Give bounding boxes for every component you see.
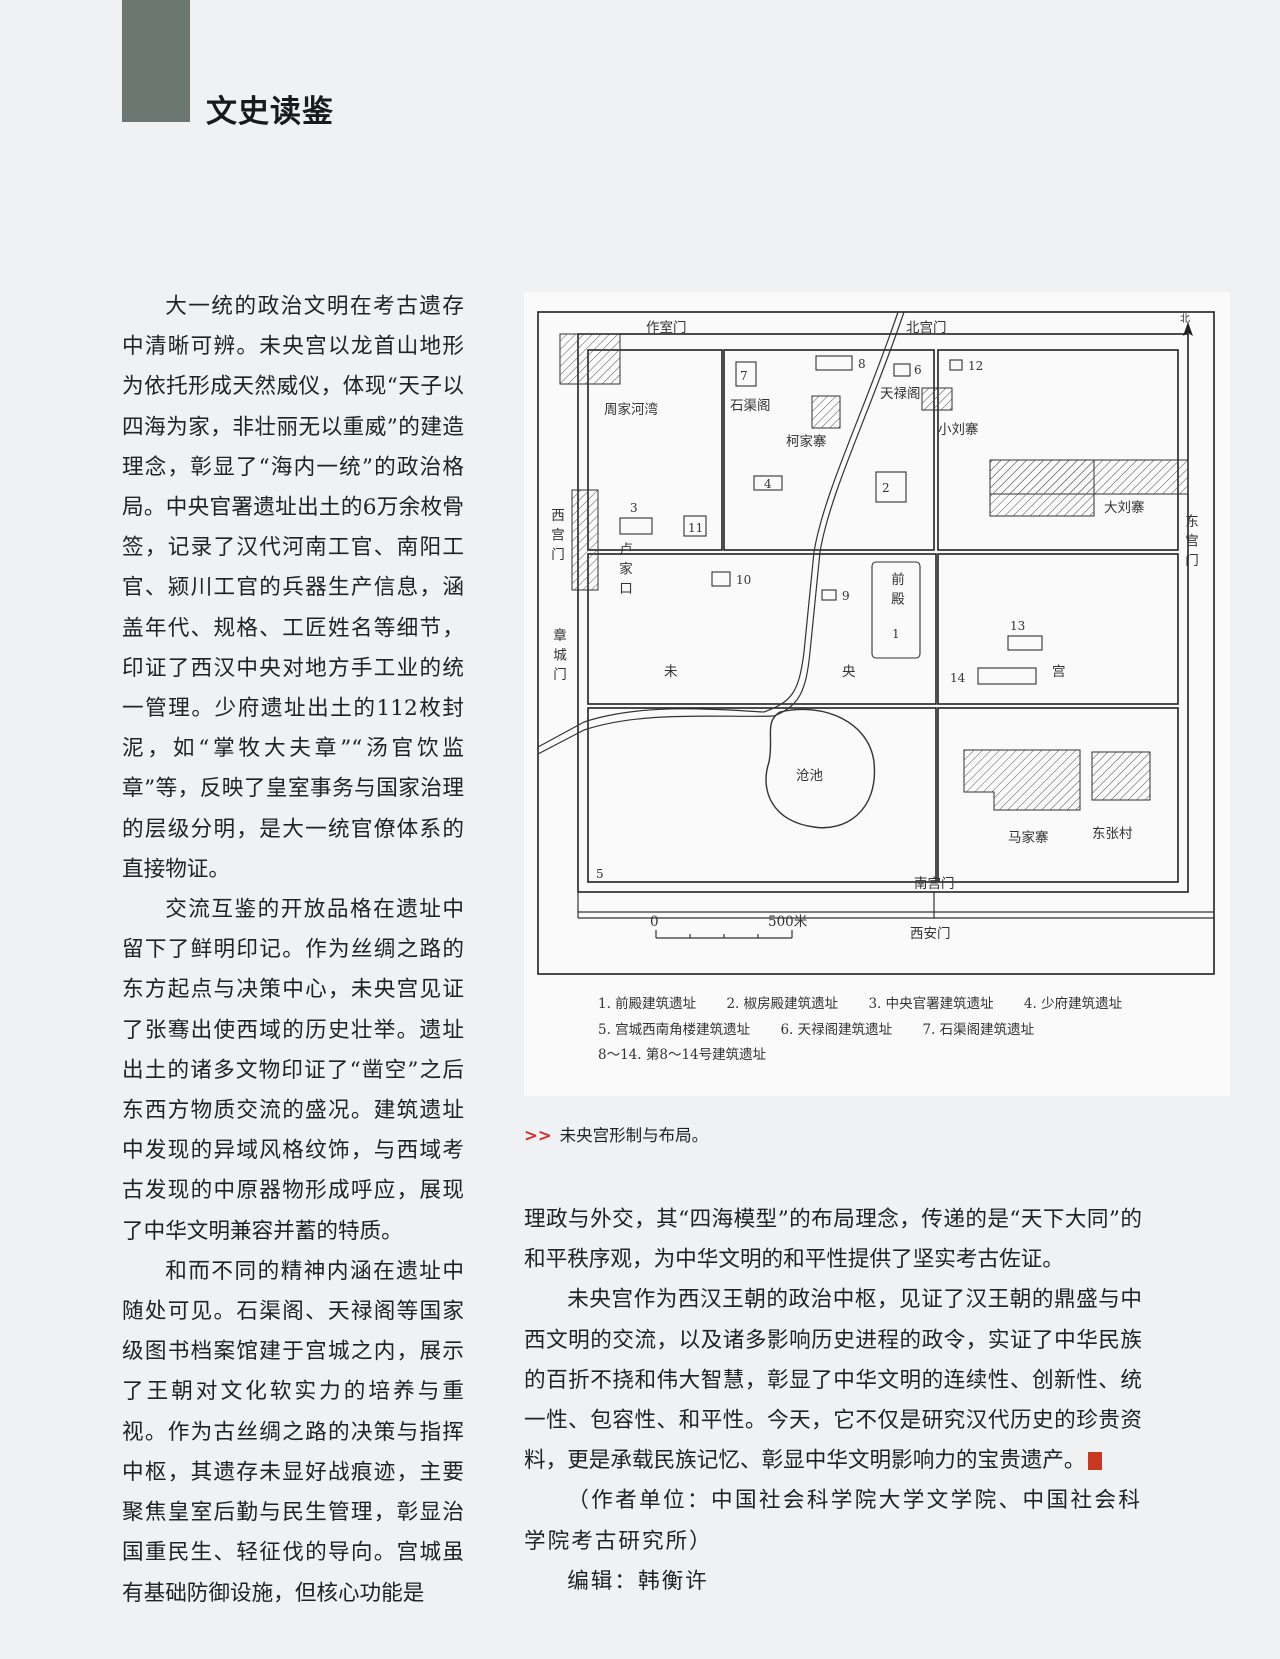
- site-number-3: 3: [630, 501, 638, 515]
- label-zuoshi-gate: 作室门: [646, 319, 687, 336]
- label-xiaoliuzhai: 小刘寨: [938, 421, 979, 438]
- paragraph-unification: 大一统的政治文明在考古遗存中清晰可辨。未央宫以龙首山地形为依托形成天然威仪，体现…: [122, 294, 464, 882]
- label-wei: 未: [664, 664, 678, 680]
- legend-item: 6. 天禄阁建筑遗址: [780, 1021, 893, 1038]
- label-zhangcheng-gate: 章城门: [550, 627, 567, 687]
- legend-item: 8～14. 第8～14号建筑遗址: [598, 1047, 767, 1063]
- palace-layout-figure: 作室门 北宫门 北 周家河湾 石渠阁 柯家寨 天禄阁 小刘寨 大刘寨 沧池 马家…: [524, 292, 1230, 1096]
- label-tianluge: 天禄阁: [880, 386, 921, 402]
- legend-item: 2. 椒房殿建筑遗址: [726, 996, 839, 1012]
- legend-item: 4. 少府建筑遗址: [1023, 996, 1123, 1012]
- site-number-7: 7: [740, 369, 748, 383]
- paragraph-harmony: 和而不同的精神内涵在遗址中随处可见。石渠阁、天禄阁等国家级图书档案馆建于宫城之内…: [122, 1258, 464, 1606]
- article-right-column: 理政与外交，其“四海模型”的布局理念，传递的是“天下大同”的和平秩序观，为中华文…: [524, 1200, 1142, 1602]
- palace-wall: [577, 333, 1189, 893]
- conclusion-text: 未央宫作为西汉王朝的政治中枢，见证了汉王朝的鼎盛与中西文明的交流，以及诸多影响历…: [524, 1287, 1142, 1474]
- legend-item: 7. 石渠阁建筑遗址: [922, 1021, 1035, 1038]
- label-xian-gate: 西安门: [910, 926, 951, 942]
- site-number-8: 8: [858, 357, 866, 371]
- site-number-4: 4: [764, 477, 772, 491]
- paragraph-conclusion: 未央宫作为西汉王朝的政治中枢，见证了汉王朝的鼎盛与中西文明的交流，以及诸多影响历…: [524, 1280, 1142, 1481]
- site-number-2: 2: [882, 481, 890, 495]
- label-dongzhangcun: 东张村: [1092, 826, 1133, 842]
- label-yang: 央: [842, 664, 856, 680]
- majiazhai-area: [963, 749, 1081, 811]
- zhoujiahewan-area: [559, 333, 621, 385]
- site-number-14: 14: [950, 671, 966, 685]
- site-number-1: 1: [892, 627, 900, 641]
- label-gong: 宫: [1052, 664, 1066, 680]
- label-south-gate: 南宫门: [914, 876, 955, 892]
- site-number-13: 13: [1010, 619, 1025, 633]
- site-number-11: 11: [688, 521, 703, 535]
- site-number-9: 9: [842, 589, 850, 603]
- legend-item: 3. 中央官署建筑遗址: [868, 996, 994, 1012]
- site-number-10: 10: [736, 573, 751, 587]
- map-legend: 1. 前殿建筑遗址 2. 椒房殿建筑遗址 3. 中央官署建筑遗址 4. 少府建筑…: [598, 992, 1158, 1069]
- cangchi-pond: [765, 708, 876, 829]
- site-number-12: 12: [968, 359, 983, 373]
- label-qiandian: 前殿: [888, 571, 905, 611]
- article-left-column: 大一统的政治文明在考古遗存中清晰可辨。未央宫以龙首山地形为依托形成天然威仪，体现…: [122, 287, 464, 1614]
- paragraph-exchange: 交流互鉴的开放品格在遗址中留下了鲜明印记。作为丝绸之路的东方起点与决策中心，未央…: [122, 897, 464, 1244]
- label-daliuzhai: 大刘寨: [1104, 499, 1145, 516]
- label-cangchi: 沧池: [796, 767, 823, 784]
- editor-credit: 编辑：韩衡许: [567, 1568, 709, 1594]
- label-north: 北: [1180, 313, 1190, 325]
- qiandian-building: [871, 561, 921, 659]
- site-number-6: 6: [914, 363, 922, 377]
- caption-text: 未央宫形制与布局。: [559, 1126, 709, 1145]
- north-arrow-icon: [1183, 322, 1193, 336]
- label-east-gate: 东宫门: [1182, 514, 1199, 573]
- site-number-5: 5: [596, 867, 604, 881]
- label-west-gate: 西宫门: [548, 508, 565, 567]
- kejiazhai-area: [811, 395, 841, 429]
- figure-caption: >> 未央宫形制与布局。: [524, 1122, 708, 1146]
- section-title: 文史读鉴: [206, 94, 334, 130]
- label-majiazhai: 马家寨: [1008, 829, 1049, 846]
- dongzhangcun-area: [1091, 751, 1151, 801]
- label-zhoujiahewan: 周家河湾: [604, 401, 658, 418]
- label-scale-500: 500米: [768, 914, 808, 930]
- legend-item: 1. 前殿建筑遗址: [598, 996, 697, 1012]
- palace-layout-map: 作室门 北宫门 北 周家河湾 石渠阁 柯家寨 天禄阁 小刘寨 大刘寨 沧池 马家…: [537, 311, 1215, 975]
- caption-arrow-icon: >>: [524, 1126, 552, 1145]
- label-lujiakou: 卢家口: [616, 542, 633, 601]
- paragraph-continuation: 理政与外交，其“四海模型”的布局理念，传递的是“天下大同”的和平秩序观，为中华文…: [524, 1207, 1142, 1273]
- legend-item: 5. 宫城西南角楼建筑遗址: [598, 1021, 751, 1038]
- label-kejiazhai: 柯家寨: [786, 433, 827, 450]
- label-shiquge: 石渠阁: [730, 398, 771, 414]
- label-north-gate: 北宫门: [906, 320, 947, 336]
- label-scale-zero: 0: [650, 914, 659, 930]
- header-color-block: [122, 0, 190, 122]
- map-frame: [537, 311, 1215, 975]
- end-mark-icon: [1088, 1452, 1103, 1471]
- author-affiliation: （作者单位：中国社会科学院大学文学院、中国社会科学院考古研究所）: [524, 1488, 1142, 1554]
